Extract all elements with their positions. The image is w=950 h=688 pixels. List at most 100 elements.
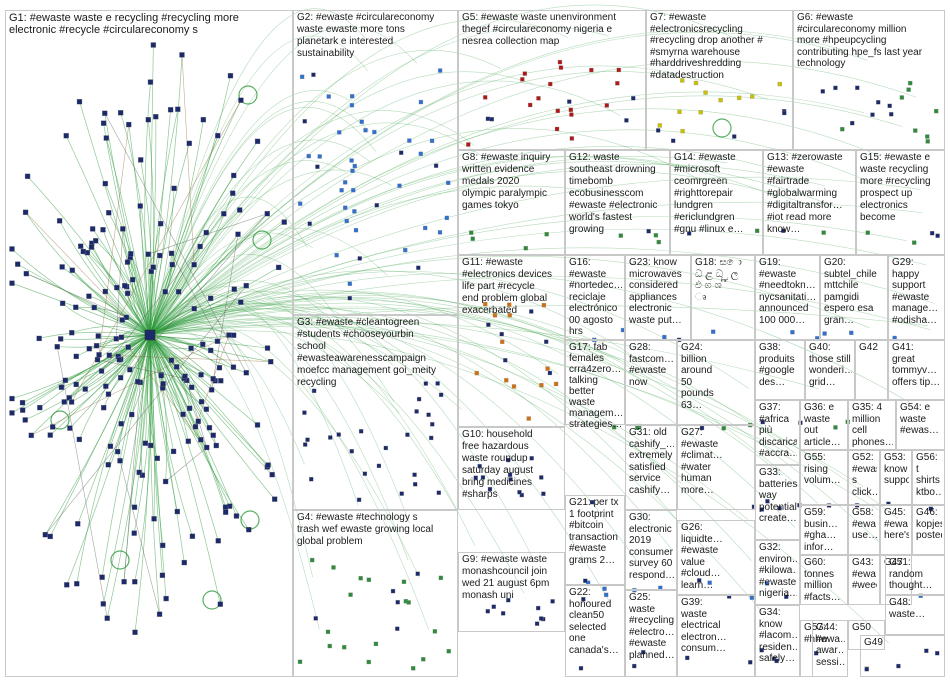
node <box>646 228 651 234</box>
group-g60[interactable]: G60: tonnes million #facts… <box>800 555 848 605</box>
node <box>432 629 438 634</box>
group-g15[interactable]: G15: #ewaste e waste recycling more #rec… <box>856 150 945 255</box>
group-g52[interactable]: G52: #ewas… s click… <box>848 450 880 505</box>
node <box>508 477 513 482</box>
node <box>237 207 243 213</box>
node <box>395 626 400 631</box>
group-g54[interactable]: G54: e waste #ewas… <box>896 400 945 450</box>
group-g48[interactable]: G48: waste… <box>885 595 945 635</box>
group-g28[interactable]: G28: fastcom… #ewaste now <box>625 340 677 425</box>
group-g43[interactable]: G43: #ewa… #weee <box>848 555 880 605</box>
group-g34[interactable]: G34: know #lacom… residen… safely… <box>755 605 800 677</box>
group-g53[interactable]: G53: know suppo… <box>880 450 912 505</box>
node <box>906 87 911 92</box>
node <box>480 475 486 480</box>
node <box>9 246 15 252</box>
node <box>125 344 131 350</box>
group-g12[interactable]: G12: waste southeast drowning timebomb e… <box>565 150 670 255</box>
node <box>254 422 261 428</box>
self-loop <box>712 118 732 138</box>
node <box>544 232 549 237</box>
node <box>170 448 177 455</box>
group-g22[interactable]: G22: honoured clean50 selected one canad… <box>565 585 625 677</box>
node <box>849 330 854 336</box>
node <box>118 421 124 427</box>
group-g36[interactable]: G36: e waste out article… <box>800 400 848 450</box>
node <box>131 504 138 510</box>
group-g56[interactable]: G56: t shirts ktbo… <box>912 450 945 505</box>
group-g32[interactable]: G32: environ… #kilowa… #ewaste nigeria… <box>755 540 800 605</box>
group-g27[interactable]: G27: #ewaste #climat… #water human more… <box>677 425 755 510</box>
node <box>855 85 860 90</box>
group-g16[interactable]: G16: #ewaste #nortedec… reciclaje electr… <box>565 255 625 340</box>
group-g29[interactable]: G29: happy support #ewaste manage… #odis… <box>888 255 945 340</box>
group-g49[interactable]: G49 <box>860 635 945 677</box>
group-g45[interactable]: G45: #ewa… here's… <box>880 505 912 555</box>
node <box>104 615 110 621</box>
node <box>578 666 584 671</box>
group-g44[interactable]: G44: #ewa… awar… sessi… <box>812 620 848 677</box>
group-label: G45: #ewa… here's… <box>884 507 909 541</box>
group-g11[interactable]: G11: #ewaste #electronics devices life p… <box>458 255 565 427</box>
group-g13[interactable]: G13: #zerowaste #ewaste #fairtrade #glob… <box>763 150 856 255</box>
group-g30[interactable]: G30: electronic 2019 consumer survey 60 … <box>625 510 677 590</box>
node <box>28 432 34 439</box>
group-g38[interactable]: G38: produits #google des… <box>755 340 805 400</box>
group-g33[interactable]: G33: batteries way potential create… <box>755 465 800 540</box>
node <box>710 329 716 334</box>
node <box>653 233 659 238</box>
edge <box>139 205 151 336</box>
group-g24[interactable]: G24: billion around 50 pounds 63… <box>677 340 755 425</box>
group-g21[interactable]: G21: per tx 1 footprint #bitcoin transac… <box>565 495 625 585</box>
group-g37[interactable]: G37: #africa più discarica #accra… <box>755 400 800 465</box>
group-g40[interactable]: G40: those still wonderi… grid… <box>805 340 855 400</box>
edge <box>27 176 151 336</box>
group-g2[interactable]: G2: #ewaste #circulareconomy waste ewast… <box>293 10 458 315</box>
group-label: G41: great tommyv… offers tip… <box>892 342 941 388</box>
group-g14[interactable]: G14: #ewaste #microsoft ceomrgreen #righ… <box>670 150 763 255</box>
group-g39[interactable]: G39: waste electrical electron… consum… <box>677 595 755 677</box>
group-g20[interactable]: G20: subtel_chile mttchile pamgidi esper… <box>820 255 888 340</box>
group-g35[interactable]: G35: 4 million cell phones… <box>848 400 896 450</box>
group-g42[interactable]: G42 <box>855 340 888 400</box>
group-g59[interactable]: G59: busin… #gha… infor… <box>800 505 848 555</box>
group-g10[interactable]: G10: household free hazardous waste roun… <box>458 427 565 510</box>
group-g1[interactable]: G1: #ewaste waste e recycling #recycling… <box>5 10 293 677</box>
self-loop <box>110 550 130 570</box>
node <box>553 381 559 387</box>
group-g17[interactable]: G17: fab females crra4zero… talking bett… <box>565 340 625 430</box>
group-g55[interactable]: G55: rising volum… <box>800 450 848 505</box>
group-g51[interactable]: G51: random thought… <box>885 555 945 595</box>
edge <box>149 334 234 368</box>
node <box>226 332 232 338</box>
group-g41[interactable]: G41: great tommyv… offers tip… <box>888 340 945 400</box>
node <box>517 490 522 495</box>
group-g58[interactable]: G58: #ewa… use… <box>848 505 880 555</box>
group-g25[interactable]: G25: waste #recycling #electro… #ewaste … <box>625 590 677 677</box>
group-g7[interactable]: G7: #ewaste #electronicsrecycling #recyc… <box>646 10 793 150</box>
group-g6[interactable]: G6: #ewaste #circulareconomy million mor… <box>793 10 945 150</box>
group-g46[interactable]: G46: kopjes posted… <box>912 505 945 555</box>
group-g19[interactable]: G19: #ewaste #needtokn… nycsanitati… ann… <box>755 255 820 340</box>
group-g9[interactable]: G9: #ewaste waste monashcouncil join wed… <box>458 552 565 632</box>
group-g23[interactable]: G23: know microwaves considered applianc… <box>625 255 691 340</box>
node <box>189 533 196 539</box>
group-g3[interactable]: G3: #ewaste #cleantogreen #students #cho… <box>293 315 458 510</box>
edge <box>149 109 171 336</box>
group-label: G38: produits #google des… <box>759 342 795 388</box>
group-g8[interactable]: G8: #ewaste inquiry written evidence med… <box>458 150 565 255</box>
group-g26[interactable]: G26: liquidte… #ewaste value #cloud… lea… <box>677 520 755 595</box>
group-g18[interactable]: G18: ස ො ධ ළ ධ ු ල ඵ ග ශ ී ෘ <box>691 255 755 340</box>
node <box>698 110 703 115</box>
node <box>179 52 185 58</box>
node <box>129 276 136 283</box>
group-g31[interactable]: G31: old cashify_… extremely satisfied s… <box>625 425 677 510</box>
node <box>106 352 112 358</box>
group-g4[interactable]: G4: #ewaste #technology s trash wef ewas… <box>293 510 458 677</box>
node <box>203 229 209 236</box>
edge <box>149 146 776 336</box>
edge <box>87 252 151 336</box>
group-g5[interactable]: G5: #ewaste waste unenvironment thegef #… <box>458 10 646 150</box>
node <box>444 215 450 221</box>
node <box>363 128 368 133</box>
